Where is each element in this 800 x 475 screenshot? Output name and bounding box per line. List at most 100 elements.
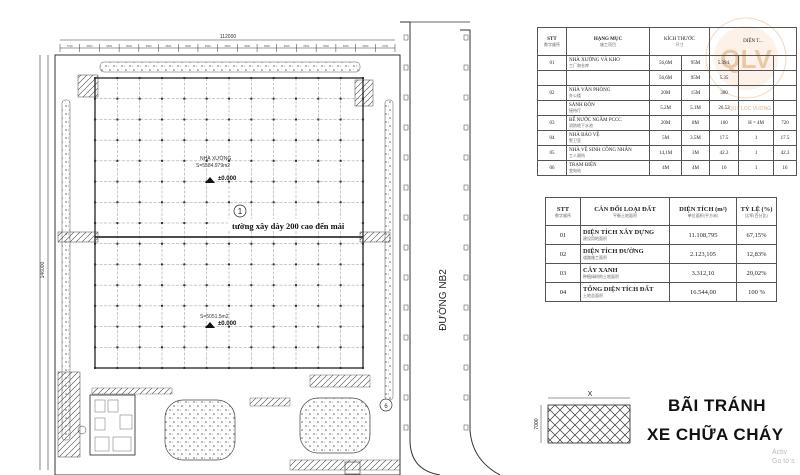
table-cell-item: NHÀ BẢO VỆ bbox=[569, 133, 600, 138]
column bbox=[228, 97, 230, 100]
table-cell-area: 42.3 bbox=[708, 145, 740, 161]
table-cell-area: 5.394, bbox=[708, 55, 740, 71]
dim-segment: 6500 bbox=[165, 44, 171, 48]
column bbox=[205, 139, 208, 142]
table-cell-extra bbox=[738, 70, 775, 86]
column bbox=[272, 180, 275, 183]
office-block bbox=[89, 394, 136, 456]
road-label: ĐƯỜNG NB2 bbox=[436, 269, 449, 331]
table-cell-ratio: 67,15% bbox=[736, 225, 777, 245]
column bbox=[339, 159, 342, 162]
table-cell-extra2 bbox=[773, 70, 797, 86]
curb-mark bbox=[463, 34, 469, 41]
column bbox=[317, 77, 320, 79]
column bbox=[94, 242, 96, 245]
column bbox=[228, 263, 230, 266]
table-cell-wid: 4M bbox=[681, 160, 710, 176]
dim-segment: 6500 bbox=[225, 44, 231, 48]
table-cell-item: SẢNH ĐÓN bbox=[569, 103, 595, 108]
column bbox=[183, 77, 186, 79]
column bbox=[317, 325, 320, 328]
column bbox=[183, 304, 186, 307]
column bbox=[317, 118, 320, 121]
column bbox=[295, 77, 297, 79]
dim-segment: 5700 bbox=[382, 44, 388, 48]
column bbox=[138, 242, 141, 245]
title-line2: XE CHỮA CHÁY bbox=[647, 425, 784, 444]
column bbox=[116, 139, 119, 142]
column bbox=[250, 346, 253, 349]
column bbox=[161, 367, 163, 369]
column bbox=[362, 180, 364, 183]
column bbox=[205, 304, 208, 307]
column bbox=[362, 118, 364, 121]
column bbox=[272, 118, 275, 121]
column bbox=[250, 180, 253, 183]
column bbox=[116, 284, 119, 287]
table-cell-stt: 05 bbox=[537, 145, 567, 161]
table-cell-wid: 3M bbox=[681, 145, 710, 161]
column bbox=[317, 139, 320, 142]
column bbox=[183, 263, 186, 266]
dim-segment: 6500 bbox=[264, 44, 270, 48]
site-boundary bbox=[54, 54, 401, 475]
column bbox=[183, 242, 186, 245]
table-cell-area: 300 bbox=[708, 85, 740, 101]
table-cell-stt: 04 bbox=[537, 130, 567, 146]
column bbox=[339, 367, 342, 369]
land-type-name: DIỆN TÍCH ĐƯỜNG bbox=[583, 248, 644, 255]
table-cell-wid: 3.5M bbox=[681, 130, 710, 146]
column bbox=[295, 325, 297, 328]
table-cell-item-zh: 办公楼 bbox=[569, 93, 581, 98]
column bbox=[94, 180, 96, 183]
column bbox=[161, 159, 163, 162]
dim-segment: 6500 bbox=[146, 44, 152, 48]
table-cell-len: 56,6M bbox=[648, 55, 683, 71]
column bbox=[250, 139, 253, 142]
table-cell-ratio: 100 % bbox=[736, 282, 777, 302]
column bbox=[183, 284, 186, 287]
curb-mark bbox=[403, 244, 409, 251]
column bbox=[138, 97, 141, 100]
column bbox=[116, 180, 119, 183]
curb-mark bbox=[463, 394, 469, 401]
table-cell-item-zh: 消防地下水池 bbox=[569, 123, 593, 128]
curb-mark bbox=[403, 364, 409, 371]
dim-segment: 6500 bbox=[343, 44, 349, 48]
table-cell-item-zh: 警卫室 bbox=[569, 138, 581, 143]
column bbox=[94, 304, 96, 307]
dim-segment: 6500 bbox=[87, 44, 93, 48]
table-cell-area: 26.52 bbox=[708, 100, 740, 116]
column bbox=[138, 325, 141, 328]
green-belt-right bbox=[384, 99, 394, 401]
curb-mark bbox=[403, 424, 409, 431]
column bbox=[339, 242, 342, 245]
column bbox=[250, 367, 253, 369]
column bbox=[339, 97, 342, 100]
column bbox=[228, 201, 230, 204]
table-cell-area: 160 bbox=[708, 115, 740, 131]
column bbox=[94, 263, 96, 266]
column bbox=[94, 284, 96, 287]
column bbox=[228, 367, 230, 369]
column bbox=[161, 263, 163, 266]
marker-circle bbox=[233, 204, 247, 218]
column bbox=[116, 346, 119, 349]
column bbox=[138, 201, 141, 204]
column bbox=[94, 139, 96, 142]
table-cell-len: 14,1M bbox=[648, 145, 683, 161]
table-cell-wid: 95M bbox=[681, 70, 710, 86]
column bbox=[272, 325, 275, 328]
column bbox=[161, 139, 163, 142]
green-corner-tl bbox=[77, 74, 99, 98]
column bbox=[250, 201, 253, 204]
column bbox=[339, 77, 342, 79]
curb-mark bbox=[463, 94, 469, 101]
table-cell-item-zh: 接待厅 bbox=[569, 108, 581, 113]
column bbox=[161, 77, 163, 79]
table-cell-stt: 06 bbox=[537, 160, 567, 176]
column bbox=[183, 180, 186, 183]
column bbox=[228, 346, 230, 349]
column bbox=[250, 118, 253, 121]
